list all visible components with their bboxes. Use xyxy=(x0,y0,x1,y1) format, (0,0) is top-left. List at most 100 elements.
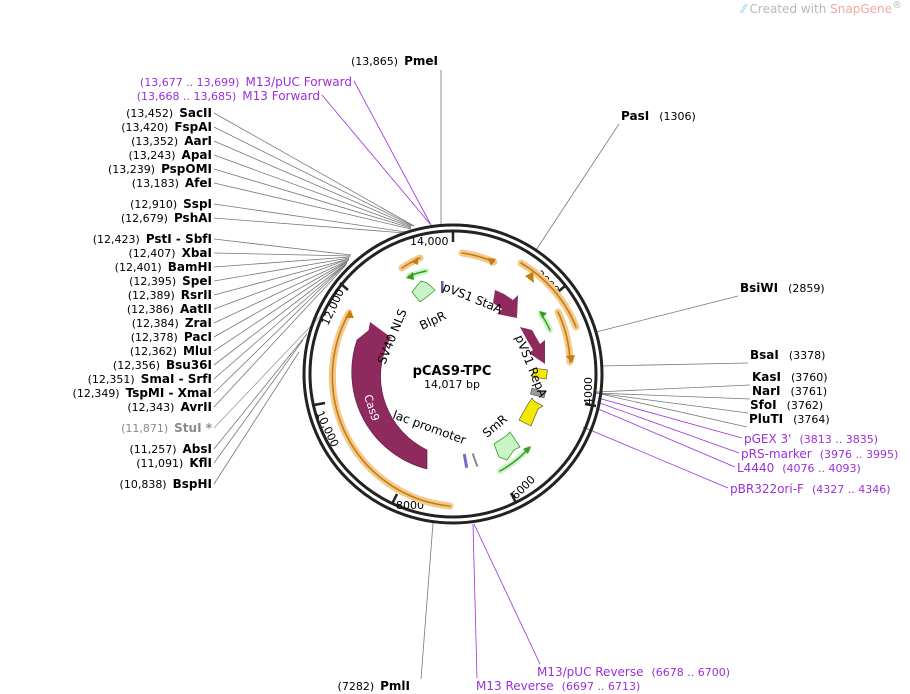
site-left-21-name: StuI * xyxy=(174,421,213,435)
site-right-5-name: SfoI xyxy=(750,398,777,412)
leader-right-0 xyxy=(535,123,620,251)
left-site-labels: (13,452)SacII(13,420)FspAI(13,352)AarI(1… xyxy=(73,106,213,491)
primer-bottom-0-name: M13/pUC Reverse xyxy=(537,665,644,679)
primer-right-3-range: (4327 .. 4346) xyxy=(812,483,891,496)
site-left-10: (12,401) BamHI xyxy=(115,260,212,274)
site-left-5-name: AfeI xyxy=(185,176,212,190)
site-left-11-coord: (12,395) xyxy=(129,275,176,288)
site-left-4-coord: (13,239) xyxy=(108,163,155,176)
leader-primer-bottom-0 xyxy=(473,523,541,665)
site-left-3: (13,243)ApaI xyxy=(128,148,212,162)
primer-bottom-0-range: (6678 .. 6700) xyxy=(652,666,731,679)
tick-6000 xyxy=(509,492,518,504)
yellow-feature-arrow xyxy=(518,397,544,427)
site-bottom-0-name: PmlI xyxy=(380,679,410,693)
leader-left-1 xyxy=(213,126,414,227)
leader-primer-right-2 xyxy=(595,407,736,468)
site-right-4: NarI(3761) xyxy=(752,384,827,398)
site-left-21: (11,871)StuI * xyxy=(121,421,213,435)
leader-primer-top-1 xyxy=(321,94,432,226)
blpr-feature xyxy=(411,280,436,303)
leader-left-19 xyxy=(213,263,347,394)
site-left-19-coord: (12,349) xyxy=(73,387,120,400)
site-left-10-name: BamHI xyxy=(168,260,212,274)
leader-left-17 xyxy=(213,262,348,366)
arc-right2-outline xyxy=(554,308,574,366)
site-right-3-name: KasI xyxy=(752,370,781,384)
site-right-6-coord: (3764) xyxy=(793,413,830,426)
site-left-11-name: SpeI xyxy=(182,274,212,288)
site-right-0: PasI(1306) xyxy=(621,109,696,123)
site-left-17-name: Bsu36I xyxy=(166,358,212,372)
site-left-17: (12,356) Bsu36I xyxy=(113,358,212,372)
watermark-reg: ® xyxy=(892,0,902,11)
site-left-14-name: ZraI xyxy=(185,316,212,330)
leader-left-12 xyxy=(213,258,350,296)
site-left-11: (12,395) SpeI xyxy=(129,274,212,288)
site-left-0: (13,452)SacII xyxy=(126,106,212,120)
site-right-1-name: BsiWI xyxy=(740,281,778,295)
leader-left-16 xyxy=(213,261,348,352)
site-left-19-name: TspMI - XmaI xyxy=(126,386,212,400)
cas9-arrowhead xyxy=(366,322,392,345)
site-right-4-name: NarI xyxy=(752,384,781,398)
site-top-0-coord: (13,865) xyxy=(351,55,398,68)
site-left-15-coord: (12,378) xyxy=(131,331,178,344)
site-left-12-coord: (12,389) xyxy=(128,289,175,302)
site-left-12: (12,389) RsrII xyxy=(128,288,212,302)
site-left-16-name: MluI xyxy=(183,344,212,358)
site-left-15-name: PacI xyxy=(184,330,212,344)
site-left-17-coord: (12,356) xyxy=(113,359,160,372)
tick-10000 xyxy=(313,401,326,407)
primer-right-0-name: pGEX 3' xyxy=(744,432,791,446)
site-left-2: (13,352)AarI xyxy=(131,134,212,148)
site-left-23-name: KflI xyxy=(189,456,212,470)
site-top-0: (13,865)PmeI xyxy=(351,54,438,68)
site-left-20-name: AvrII xyxy=(180,400,212,414)
primer-right-1-range: (3976 .. 3995) xyxy=(820,448,899,461)
right-site-labels: PasI(1306)BsiWI(2859)BsaI(3378)KasI(3760… xyxy=(621,109,898,496)
primer-top-1-range: (13,668 .. 13,685) xyxy=(137,90,237,103)
primer-right-2-range: (4076 .. 4093) xyxy=(782,462,861,475)
leader-right-3 xyxy=(595,384,751,393)
arrowhead-left xyxy=(345,310,354,318)
leader-bottom-0 xyxy=(420,522,434,680)
yellow-feature-small xyxy=(532,367,548,380)
green-arrowhead-bottom xyxy=(523,446,531,454)
site-left-13: (12,386)AatII xyxy=(127,302,212,316)
site-right-6: PluTI(3764) xyxy=(749,412,830,426)
leader-lines xyxy=(213,70,751,680)
backbone-outer-circle xyxy=(302,223,604,525)
pvs1-staa-feature xyxy=(493,290,518,318)
site-left-22: (11,257)AbsI xyxy=(129,442,212,456)
site-left-16: (12,362)MluI xyxy=(130,344,212,358)
site-right-0-coord: (1306) xyxy=(659,110,696,123)
site-left-24-coord: (10,838) xyxy=(120,478,167,491)
top-bottom-labels: (13,865)PmeI(13,677 .. 13,699)M13/pUC Fo… xyxy=(137,54,730,693)
primer-right-2-name: L4440 xyxy=(737,461,774,475)
primer-right-1: pRS-marker(3976 .. 3995) xyxy=(741,447,898,461)
arc-right-core xyxy=(520,262,577,328)
site-right-1: BsiWI (2859) xyxy=(740,281,825,295)
site-left-9-coord: (12,407) xyxy=(129,247,176,260)
watermark-brand: SnapGene xyxy=(830,2,892,16)
primer-right-3: pBR322ori-F(4327 .. 4346) xyxy=(730,482,891,496)
green-arrowhead-top xyxy=(406,272,414,280)
leader-left-14 xyxy=(213,259,350,324)
site-left-12-name: RsrII xyxy=(181,288,212,302)
tick-12000 xyxy=(339,282,349,291)
site-left-10-coord: (12,401) xyxy=(115,261,162,274)
tick-8000 xyxy=(390,493,399,505)
cas9-feature xyxy=(351,327,428,470)
leader-right-2 xyxy=(599,362,749,367)
arc-top-core xyxy=(461,252,495,263)
tick-2000 xyxy=(557,284,567,293)
arc-left-core xyxy=(331,312,451,507)
smr-feature xyxy=(493,431,521,461)
site-right-1-coord: (2859) xyxy=(788,282,825,295)
arc-topleft-core xyxy=(401,257,421,269)
site-left-5: (13,183)AfeI xyxy=(132,176,212,190)
site-left-20: (12,343) AvrII xyxy=(127,400,212,414)
site-left-0-name: SacII xyxy=(179,106,212,120)
site-left-20-coord: (12,343) xyxy=(127,401,174,414)
